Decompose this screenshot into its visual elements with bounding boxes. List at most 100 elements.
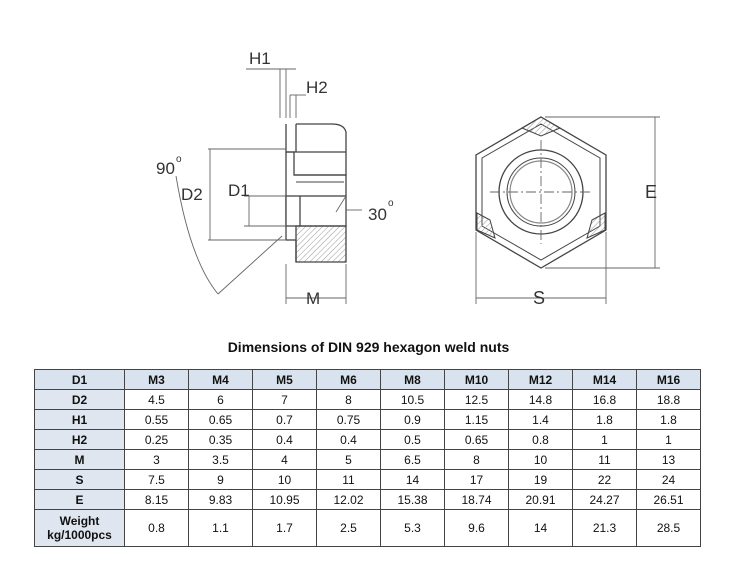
size-header: M5 — [252, 369, 317, 390]
table-row: D2 4.5 6 7 8 10.5 12.5 14.8 16.8 18.8 — [34, 389, 701, 410]
angle-30-degree-mark: o — [388, 198, 394, 209]
table-cell: 1 — [572, 429, 637, 450]
table-cell: 1.15 — [444, 409, 509, 430]
table-cell: 0.35 — [188, 429, 253, 450]
table-cell: 0.4 — [252, 429, 317, 450]
table-row: H2 0.25 0.35 0.4 0.4 0.5 0.65 0.8 1 1 — [34, 429, 701, 450]
table-cell: 14 — [380, 469, 445, 490]
table-cell: 19 — [508, 469, 573, 490]
row-label-line: Weight — [59, 514, 100, 528]
table-cell: 1.8 — [636, 409, 701, 430]
table-cell: 15.38 — [380, 489, 445, 510]
row-label-line: kg/1000pcs — [47, 528, 112, 542]
table-cell: 1.4 — [508, 409, 573, 430]
top-dimension-labels: E S — [533, 182, 657, 308]
table-cell: 21.3 — [572, 509, 637, 547]
table-cell: 18.8 — [636, 389, 701, 410]
table-cell: 0.9 — [380, 409, 445, 430]
dimensions-table: D1 M3 M4 M5 M6 M8 M10 M12 M14 M16 D2 4.5… — [34, 369, 701, 547]
row-label: D2 — [34, 389, 125, 410]
side-dimension-labels: H1 H2 90 o D2 D1 30 o M — [156, 49, 394, 308]
e-label: E — [645, 182, 657, 202]
table-row: M 3 3.5 4 5 6.5 8 10 11 13 — [34, 449, 701, 470]
table-cell: 9.83 — [188, 489, 253, 510]
table-caption: Dimensions of DIN 929 hexagon weld nuts — [227, 339, 510, 355]
table-cell: 3 — [124, 449, 189, 470]
table-cell: 1.7 — [252, 509, 317, 547]
table-cell: 3.5 — [188, 449, 253, 470]
table-cell: 12.5 — [444, 389, 509, 410]
angle-30-label: 30 — [368, 205, 387, 224]
side-dimension-lines — [175, 68, 362, 304]
table-cell: 11 — [316, 469, 381, 490]
table-cell: 1.1 — [188, 509, 253, 547]
table-cell: 17 — [444, 469, 509, 490]
table-cell: 0.25 — [124, 429, 189, 450]
table-row: Weight kg/1000pcs 0.8 1.1 1.7 2.5 5.3 9.… — [34, 509, 701, 547]
row-label: H2 — [34, 429, 125, 450]
size-header: M3 — [124, 369, 189, 390]
table-cell: 0.75 — [316, 409, 381, 430]
table-cell: 10.5 — [380, 389, 445, 410]
table-cell: 0.65 — [188, 409, 253, 430]
size-header: M16 — [636, 369, 701, 390]
table-cell: 6 — [188, 389, 253, 410]
table-cell: 0.7 — [252, 409, 317, 430]
table-cell: 6.5 — [380, 449, 445, 470]
table-cell: 24.27 — [572, 489, 637, 510]
top-dimension-lines — [475, 116, 660, 304]
table-cell: 24 — [636, 469, 701, 490]
table-cell: 26.51 — [636, 489, 701, 510]
row-label: H1 — [34, 409, 125, 430]
table-cell: 1.8 — [572, 409, 637, 430]
row-label: M — [34, 449, 125, 470]
row-label: Weight kg/1000pcs — [34, 509, 125, 547]
d1-label: D1 — [228, 181, 250, 200]
table-cell: 0.5 — [380, 429, 445, 450]
table-cell: 20.91 — [508, 489, 573, 510]
table-cell: 7 — [252, 389, 317, 410]
s-label: S — [533, 288, 545, 308]
table-cell: 13 — [636, 449, 701, 470]
table-cell: 8 — [316, 389, 381, 410]
row-label: S — [34, 469, 125, 490]
table-cell: 0.8 — [508, 429, 573, 450]
table-row: H1 0.55 0.65 0.7 0.75 0.9 1.15 1.4 1.8 1… — [34, 409, 701, 430]
technical-drawing: H1 H2 90 o D2 D1 30 o M E S — [156, 49, 660, 308]
table-row: E 8.15 9.83 10.95 12.02 15.38 18.74 20.9… — [34, 489, 701, 510]
table-cell: 7.5 — [124, 469, 189, 490]
table-cell: 0.8 — [124, 509, 189, 547]
side-view — [285, 123, 347, 263]
table-cell: 16.8 — [572, 389, 637, 410]
size-header: M4 — [188, 369, 253, 390]
size-header: M12 — [508, 369, 573, 390]
table-cell: 14 — [508, 509, 573, 547]
table-cell: 22 — [572, 469, 637, 490]
h2-label: H2 — [306, 78, 328, 97]
table-cell: 8.15 — [124, 489, 189, 510]
table-cell: 0.55 — [124, 409, 189, 430]
table-cell: 5 — [316, 449, 381, 470]
table-cell: 11 — [572, 449, 637, 470]
table-cell: 28.5 — [636, 509, 701, 547]
h1-label: H1 — [249, 49, 271, 68]
angle-90-label: 90 — [156, 159, 175, 178]
header-label: D1 — [34, 369, 125, 390]
size-header: M8 — [380, 369, 445, 390]
table-cell: 0.65 — [444, 429, 509, 450]
table-header-row: D1 M3 M4 M5 M6 M8 M10 M12 M14 M16 — [34, 369, 701, 390]
table-cell: 4.5 — [124, 389, 189, 410]
table-cell: 10 — [252, 469, 317, 490]
table-cell: 1 — [636, 429, 701, 450]
m-label: M — [306, 289, 320, 308]
table-cell: 5.3 — [380, 509, 445, 547]
table-cell: 18.74 — [444, 489, 509, 510]
table-cell: 9 — [188, 469, 253, 490]
table-cell: 8 — [444, 449, 509, 470]
table-cell: 12.02 — [316, 489, 381, 510]
table-cell: 2.5 — [316, 509, 381, 547]
table-cell: 10 — [508, 449, 573, 470]
top-view — [475, 116, 607, 269]
d2-label: D2 — [181, 185, 203, 204]
row-label: E — [34, 489, 125, 510]
